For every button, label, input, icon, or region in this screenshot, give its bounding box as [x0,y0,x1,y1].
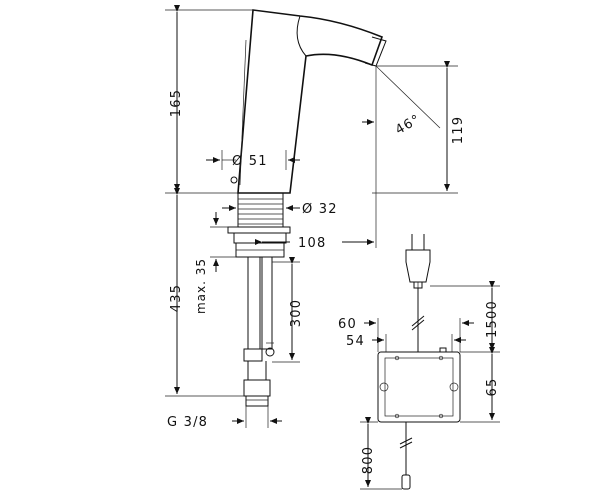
dimension-119 [372,61,458,194]
faucet-body [230,9,387,194]
label-51: Ø 51 [232,154,268,169]
power-plug [405,234,431,290]
dimension-800 [360,417,402,490]
sensor-cable [399,422,413,490]
dimension-46-deg [362,65,441,248]
power-cable [411,288,425,352]
label-32: Ø 32 [302,202,338,217]
label-max35: max. 35 [194,258,208,314]
label-g38: G 3/8 [167,415,208,430]
mounting-thread [227,192,291,258]
dimension-54 [372,334,466,352]
label-108: 108 [298,236,326,251]
label-165: 165 [169,89,184,117]
label-46: 46° [393,112,424,138]
dimension-300 [272,257,300,363]
dimension-60 [364,318,474,352]
label-800: 800 [361,446,376,474]
sensor-dot [230,176,238,184]
label-54: 54 [346,334,365,349]
label-1500: 1500 [485,300,500,338]
dimension-435 [165,188,244,397]
dimension-max35 [210,212,238,272]
dimension-51 [206,150,300,170]
label-60: 60 [338,317,357,332]
label-435: 435 [169,284,184,312]
label-65: 65 [485,378,500,397]
dimension-65 [460,347,500,423]
dimension-g38 [232,406,282,428]
label-300: 300 [289,299,304,327]
transformer-box [377,347,461,423]
label-119: 119 [451,116,466,144]
supply-hoses [243,256,275,407]
